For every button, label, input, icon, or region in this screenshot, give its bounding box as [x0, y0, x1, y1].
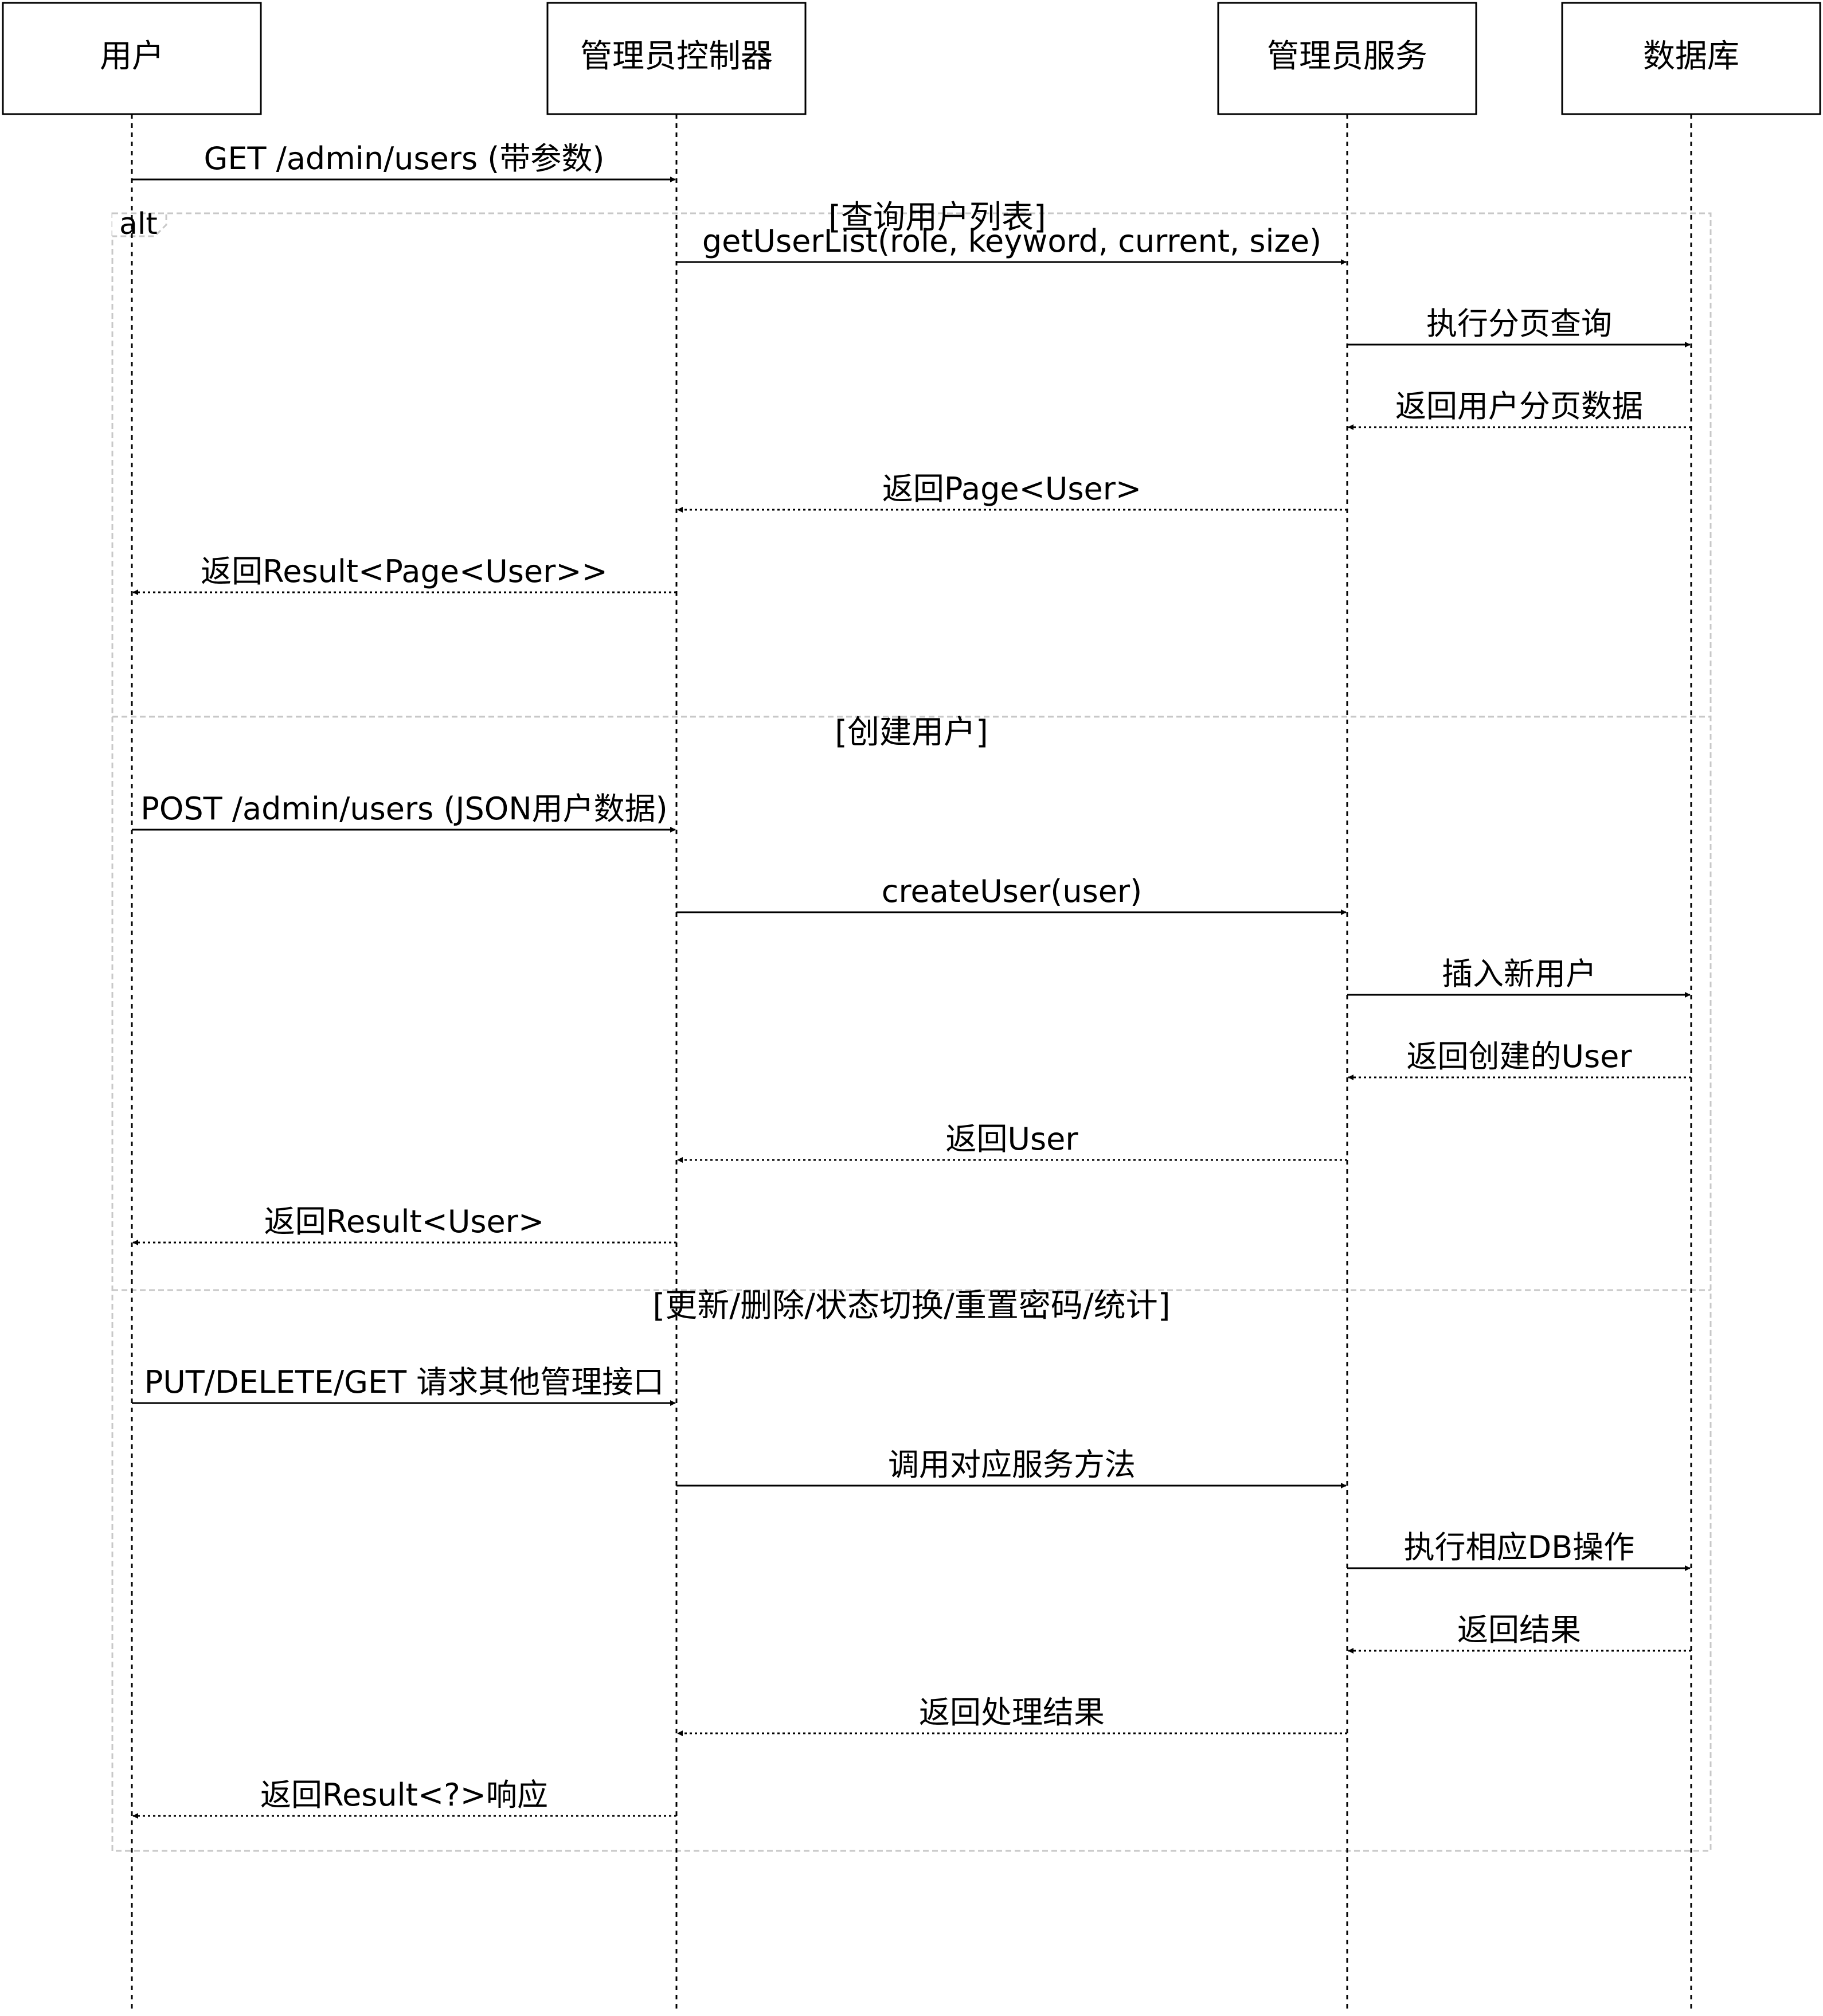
- message-label: 返回Result<Page<User>>: [201, 553, 608, 589]
- alt-fragment: alt [查询用户列表] [创建用户] [更新/删除/状态切换/重置密码/统计]: [111, 199, 1712, 1852]
- message-label: getUserList(role, keyword, current, size…: [702, 223, 1321, 259]
- alt-label-tab: [112, 212, 167, 237]
- message: 返回结果: [1348, 1612, 1691, 1654]
- participant-user: 用户: [2, 2, 262, 115]
- message-label: 插入新用户: [1442, 956, 1597, 992]
- participant-service: 管理员服务: [1217, 2, 1477, 115]
- participant-label: 管理员服务: [1267, 38, 1427, 75]
- message: 返回Result<User>: [132, 1204, 676, 1245]
- message-label: 调用对应服务方法: [888, 1447, 1136, 1483]
- message-label: createUser(user): [882, 873, 1142, 909]
- lifelines: [131, 114, 1692, 2011]
- participant-database: 数据库: [1561, 2, 1821, 115]
- participant-label: 数据库: [1643, 38, 1739, 75]
- messages: GET /admin/users (带参数) getUserList(role, …: [132, 140, 1691, 1819]
- message-label: 返回User: [945, 1121, 1078, 1157]
- participant-label: 管理员控制器: [580, 38, 773, 75]
- participant-box: [546, 2, 807, 115]
- participant-controller: 管理员控制器: [546, 2, 807, 115]
- message-label: 返回用户分页数据: [1395, 388, 1643, 424]
- message-label: 返回Page<User>: [882, 471, 1141, 507]
- alt-guard-query: [查询用户列表]: [828, 199, 1046, 236]
- message: 返回创建的User: [1348, 1038, 1691, 1080]
- message: createUser(user): [676, 873, 1347, 915]
- message: 执行相应DB操作: [1347, 1529, 1691, 1571]
- participant-box: [1217, 2, 1477, 115]
- message-label: 执行分页查询: [1426, 306, 1612, 342]
- message-label: 返回处理结果: [919, 1694, 1105, 1730]
- message-label: 返回Result<?>响应: [260, 1777, 548, 1813]
- alt-frame: [111, 212, 1712, 1852]
- message-label: GET /admin/users (带参数): [204, 140, 605, 177]
- message-label: 返回结果: [1457, 1612, 1581, 1648]
- message-label: 返回创建的User: [1406, 1038, 1632, 1075]
- participant-box: [2, 2, 262, 115]
- message: 调用对应服务方法: [676, 1447, 1347, 1488]
- message: 返回User: [677, 1121, 1347, 1163]
- alt-guard-other: [更新/删除/状态切换/重置密码/统计]: [652, 1287, 1170, 1325]
- message: 返回Page<User>: [677, 471, 1347, 513]
- message-label: PUT/DELETE/GET 请求其他管理接口: [144, 1364, 664, 1400]
- message: POST /admin/users (JSON用户数据): [132, 791, 676, 833]
- message-label: POST /admin/users (JSON用户数据): [140, 791, 667, 827]
- message-label: 返回Result<User>: [264, 1204, 544, 1240]
- message: 返回Result<?>响应: [132, 1777, 676, 1819]
- participant-label: 用户: [100, 38, 164, 75]
- message: 返回用户分页数据: [1348, 388, 1691, 430]
- message: 插入新用户: [1347, 956, 1691, 998]
- message: GET /admin/users (带参数): [132, 140, 676, 182]
- participant-box: [1561, 2, 1821, 115]
- message-label: 执行相应DB操作: [1404, 1529, 1635, 1565]
- message: 返回Result<Page<User>>: [132, 553, 676, 595]
- alt-guard-create: [创建用户]: [835, 714, 988, 751]
- message: 执行分页查询: [1347, 306, 1691, 347]
- message: PUT/DELETE/GET 请求其他管理接口: [132, 1364, 676, 1406]
- alt-label: alt: [119, 207, 158, 241]
- message: 返回处理结果: [677, 1694, 1347, 1736]
- message: getUserList(role, keyword, current, size…: [676, 223, 1347, 265]
